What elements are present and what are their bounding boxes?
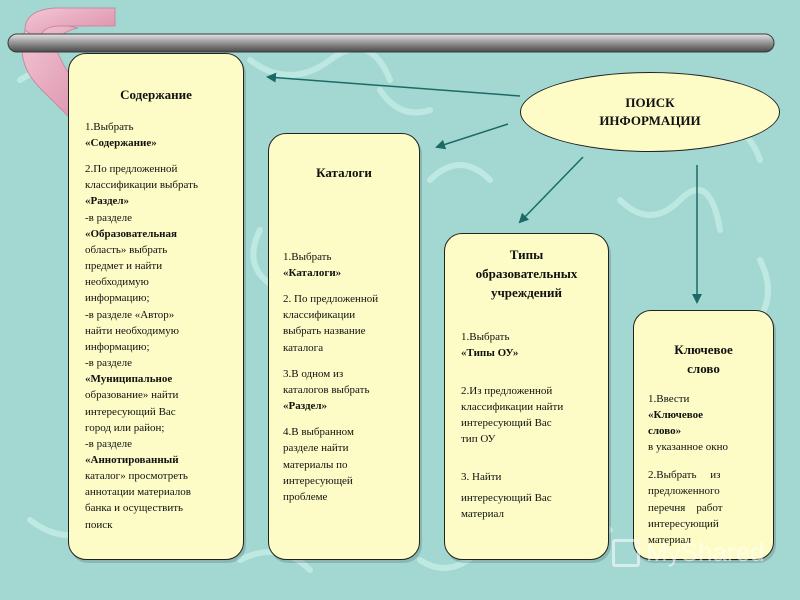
content-line: -в разделе	[85, 211, 132, 224]
types-title-line-3: учреждений	[490, 284, 563, 300]
watermark-text: MyShared	[646, 537, 765, 567]
keyword-line: интересующий	[648, 517, 719, 530]
content-line: область» выбрать	[85, 243, 168, 256]
content-line: 1.Выбрать	[85, 120, 134, 133]
content-line: банка и осуществить	[85, 502, 184, 515]
catalogs-line: классификации	[283, 309, 356, 322]
catalogs-line: проблеме	[283, 490, 328, 503]
types-line: тип ОУ	[461, 433, 496, 446]
catalogs-line: разделе найти	[283, 442, 349, 455]
content-line: образование» найти	[85, 389, 179, 402]
catalogs-line: 2. По предложенной	[283, 293, 379, 306]
content-line: -в разделе	[85, 357, 132, 370]
content-line: интересующий Вас	[85, 405, 176, 418]
catalogs-line: каталогов выбрать	[283, 383, 370, 396]
keyword-line: перечня работ	[648, 501, 723, 514]
catalogs-line: 1.Выбрать	[283, 250, 332, 263]
catalogs-line: каталога	[283, 341, 324, 354]
content-line: классификации выбрать	[85, 179, 198, 192]
content-card-title: Содержание	[120, 87, 192, 102]
types-title-line-2: образовательных	[475, 265, 578, 281]
content-line: город или район;	[85, 421, 165, 434]
types-line: классификации найти	[461, 401, 564, 413]
presentation-icon	[612, 538, 640, 567]
catalogs-line: «Каталоги»	[283, 267, 342, 279]
catalogs-line: «Раздел»	[283, 400, 328, 413]
arrow-to-content	[266, 72, 521, 97]
catalogs-line: 4.В выбранном	[283, 426, 354, 439]
content-line: информацию;	[85, 340, 150, 353]
search-info-oval: ПОИСК ИНФОРМАЦИИ	[520, 72, 780, 152]
content-line: поиск	[85, 518, 113, 531]
keyword-card: Ключевое слово 1.Ввести «Ключевое слово»…	[633, 310, 774, 560]
content-line: каталог» просмотреть	[85, 470, 188, 483]
types-title-line-1: Типы	[509, 247, 544, 262]
keyword-line: в указанное окно	[648, 441, 729, 454]
catalogs-card: Каталоги 1.Выбрать «Каталоги» 2. По пред…	[268, 133, 420, 560]
content-line: «Содержание»	[85, 137, 157, 149]
types-line: материал	[461, 507, 505, 520]
content-line: аннотации материалов	[85, 486, 191, 499]
content-line: 2.По предложенной	[85, 163, 178, 176]
catalogs-line: интересующей	[283, 474, 353, 487]
content-line: «Аннотированный	[85, 453, 179, 466]
types-line: 1.Выбрать	[461, 330, 510, 343]
content-line: необходимую	[85, 276, 149, 289]
arrow-to-types	[518, 156, 584, 224]
content-line: «Муниципальное	[85, 373, 173, 386]
types-line: 3. Найти	[461, 471, 502, 484]
content-line: найти необходимую	[85, 324, 179, 337]
arrow-to-catalogs	[435, 123, 509, 150]
content-line: предмет и найти	[85, 260, 163, 273]
content-line: информацию;	[85, 292, 150, 305]
catalogs-line: 3.В одном из	[283, 367, 344, 380]
keyword-line: слово»	[648, 425, 682, 437]
root-line-1: ПОИСК	[625, 95, 675, 111]
types-line: интересующий Вас	[461, 417, 552, 430]
content-card: Содержание 1.Выбрать «Содержание» 2.По п…	[68, 53, 244, 560]
content-line: -в разделе «Автор»	[85, 308, 175, 321]
keyword-line: предложенного	[648, 485, 720, 498]
keyword-line: материал	[648, 533, 692, 546]
catalogs-card-title: Каталоги	[316, 165, 372, 180]
types-line: «Типы ОУ»	[461, 346, 519, 359]
keyword-line: 2.Выбрать из	[648, 469, 721, 482]
content-line: «Раздел»	[85, 195, 130, 208]
institution-types-card: Типы образовательных учреждений 1.Выбрат…	[444, 233, 609, 560]
keyword-line: 1.Ввести	[648, 392, 690, 405]
types-line: интересующий Вас	[461, 491, 552, 504]
catalogs-line: выбрать название	[283, 325, 366, 338]
content-line: -в разделе	[85, 437, 132, 450]
catalogs-line: материалы по	[283, 458, 348, 471]
keyword-title-line-1: Ключевое	[674, 342, 733, 357]
root-line-2: ИНФОРМАЦИИ	[599, 113, 701, 128]
keyword-line: «Ключевое	[648, 408, 703, 421]
myshared-watermark: MyShared	[612, 537, 765, 568]
keyword-title-line-2: слово	[687, 360, 720, 376]
types-line: 2.Из предложенной	[461, 384, 553, 397]
content-line: «Образовательная	[85, 227, 177, 240]
